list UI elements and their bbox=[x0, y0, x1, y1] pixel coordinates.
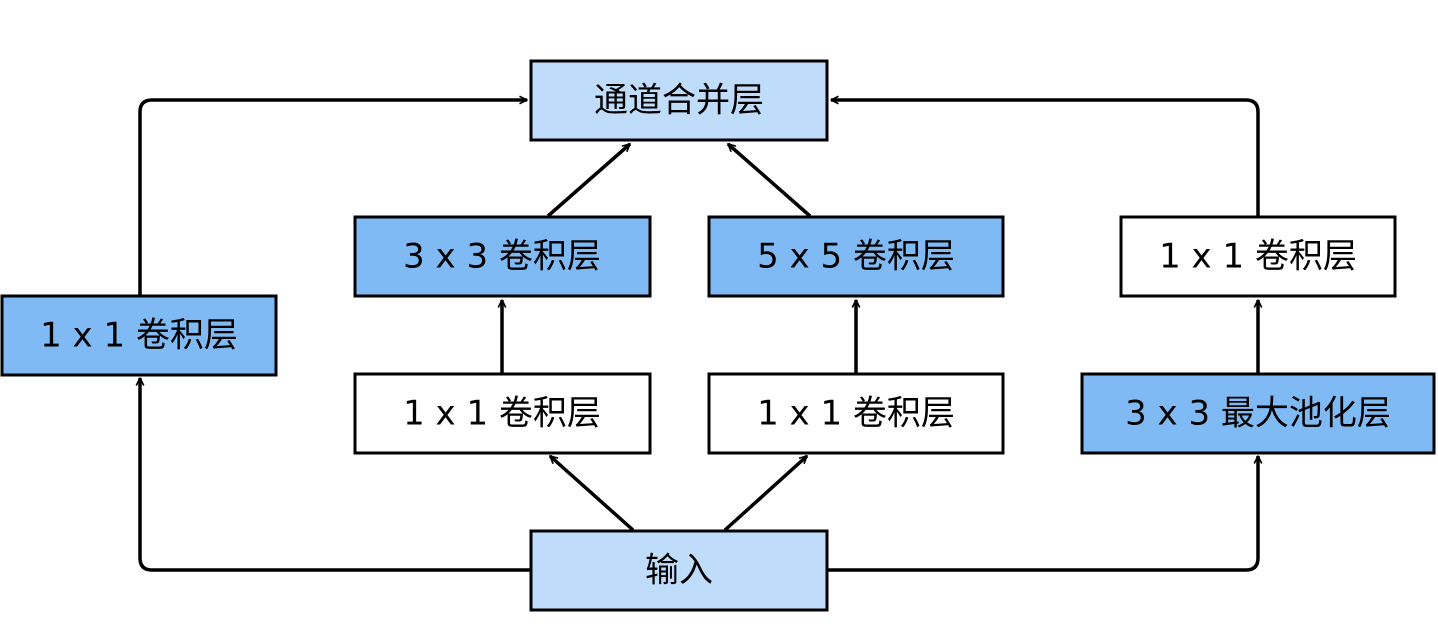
node-branch2-conv3x3: 3 x 3 卷积层 bbox=[353, 215, 652, 298]
node-branch2-conv3x3-label: 3 x 3 卷积层 bbox=[403, 237, 601, 277]
node-input-box bbox=[529, 529, 829, 612]
edges-group bbox=[138, 100, 1260, 572]
node-branch3-conv5x5: 5 x 5 卷积层 bbox=[707, 215, 1005, 298]
node-branch3-conv5x5-box bbox=[707, 215, 1005, 298]
node-input-label: 输入 bbox=[645, 551, 713, 591]
edge-branch2-conv3x3-to-concat bbox=[546, 142, 630, 218]
edge-branch1-conv1x1-to-concat bbox=[138, 100, 527, 296]
edge-input-to-branch4-maxpool bbox=[828, 456, 1258, 572]
node-branch4-maxpool: 3 x 3 最大池化层 bbox=[1080, 372, 1436, 455]
edge-input-to-branch3-conv1x1 bbox=[723, 454, 807, 532]
node-branch1-conv1x1: 1 x 1 卷积层 bbox=[0, 294, 278, 377]
node-branch3-conv1x1-label: 1 x 1 卷积层 bbox=[757, 394, 955, 434]
node-branch4-maxpool-label: 3 x 3 最大池化层 bbox=[1125, 394, 1391, 434]
node-branch2-conv1x1-label: 1 x 1 卷积层 bbox=[403, 394, 601, 434]
edge-branch4-conv1x1-to-concat bbox=[831, 100, 1260, 216]
edge-input-to-branch2-conv1x1 bbox=[550, 454, 635, 532]
node-concat-label: 通道合并层 bbox=[594, 81, 764, 121]
node-branch2-conv1x1: 1 x 1 卷积层 bbox=[353, 372, 652, 455]
node-branch1-conv1x1-label: 1 x 1 卷积层 bbox=[40, 316, 238, 356]
nodes-group: 通道合并层 1 x 1 卷积层 3 x 3 卷积层 1 x 1 卷积层 5 x … bbox=[0, 59, 1436, 612]
node-branch4-conv1x1-label: 1 x 1 卷积层 bbox=[1159, 237, 1357, 277]
node-concat-box bbox=[529, 59, 829, 142]
edge-branch3-conv5x5-to-concat bbox=[728, 142, 812, 218]
node-branch4-maxpool-box bbox=[1080, 372, 1436, 455]
node-branch3-conv5x5-label: 5 x 5 卷积层 bbox=[757, 237, 955, 277]
node-branch4-conv1x1-box bbox=[1119, 215, 1397, 298]
node-input: 输入 bbox=[529, 529, 829, 612]
node-branch3-conv1x1: 1 x 1 卷积层 bbox=[707, 372, 1005, 455]
node-branch4-conv1x1: 1 x 1 卷积层 bbox=[1119, 215, 1397, 298]
edge-input-to-branch1-conv1x1 bbox=[140, 378, 530, 572]
node-branch2-conv3x3-box bbox=[353, 215, 652, 298]
node-concat: 通道合并层 bbox=[529, 59, 829, 142]
node-branch2-conv1x1-box bbox=[353, 372, 652, 455]
node-branch3-conv1x1-box bbox=[707, 372, 1005, 455]
node-branch1-conv1x1-box bbox=[0, 294, 278, 377]
